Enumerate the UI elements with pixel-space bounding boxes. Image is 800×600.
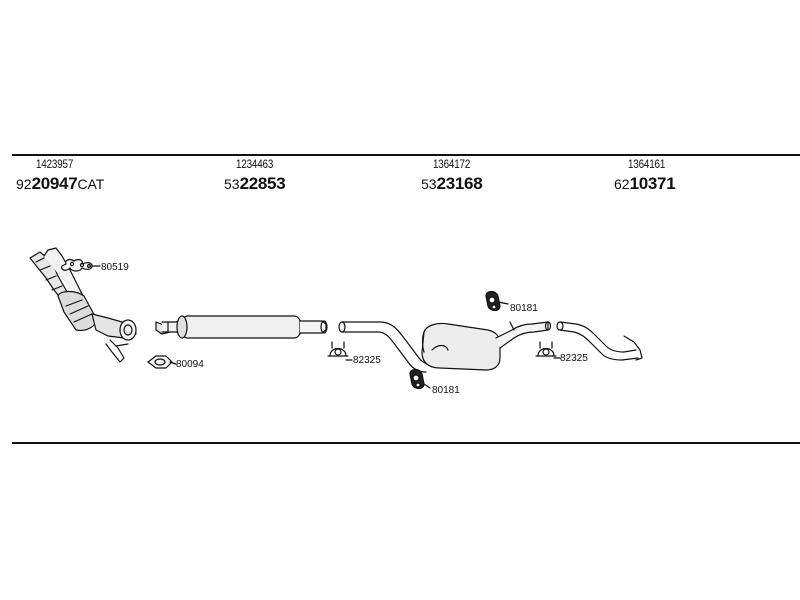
part-main-number: 20947 [31, 174, 78, 193]
label-clamp-82325-a: 82325 [353, 355, 381, 366]
part-main-number: 10371 [629, 174, 676, 193]
oe-number-front-pipe: 1234463 [236, 157, 274, 171]
part-main-number: 22853 [239, 174, 286, 193]
middle-silencer-drawing [338, 321, 552, 373]
hanger-drawing-b [409, 368, 425, 390]
bottom-divider [12, 442, 800, 444]
part-suffix: CAT [77, 176, 105, 192]
clamp-drawing-a [327, 341, 349, 357]
part-prefix: 92 [16, 176, 32, 192]
front-pipe-drawing [155, 315, 328, 339]
label-hanger-80181-b: 80181 [432, 385, 460, 396]
oe-number-middle-silencer: 1364172 [433, 157, 471, 171]
manifold-gasket-drawing [61, 258, 93, 272]
label-gasket-80094: 80094 [176, 359, 204, 370]
part-main-number: 23168 [436, 174, 483, 193]
oe-number-catalytic-converter: 1423957 [36, 157, 74, 171]
label-clamp-82325-b: 82325 [560, 353, 588, 364]
flange-gasket-drawing [147, 355, 173, 369]
hanger-drawing-a [485, 290, 501, 312]
top-divider [12, 154, 800, 156]
part-prefix: 53 [421, 176, 437, 192]
part-prefix: 53 [224, 176, 240, 192]
oe-number-tail-pipe: 1364161 [628, 157, 666, 171]
label-hanger-80181-a: 80181 [510, 303, 538, 314]
part-number-front-pipe: 5322853 [224, 174, 286, 194]
part-prefix: 62 [614, 176, 630, 192]
part-number-catalytic-converter: 9220947CAT [16, 174, 104, 194]
catalytic-converter-drawing [29, 247, 137, 363]
clamp-drawing-b [535, 341, 557, 357]
tail-pipe-drawing [556, 321, 643, 361]
label-gasket-80519: 80519 [101, 262, 129, 273]
part-number-tail-pipe: 6210371 [614, 174, 676, 194]
part-number-middle-silencer: 5323168 [421, 174, 483, 194]
